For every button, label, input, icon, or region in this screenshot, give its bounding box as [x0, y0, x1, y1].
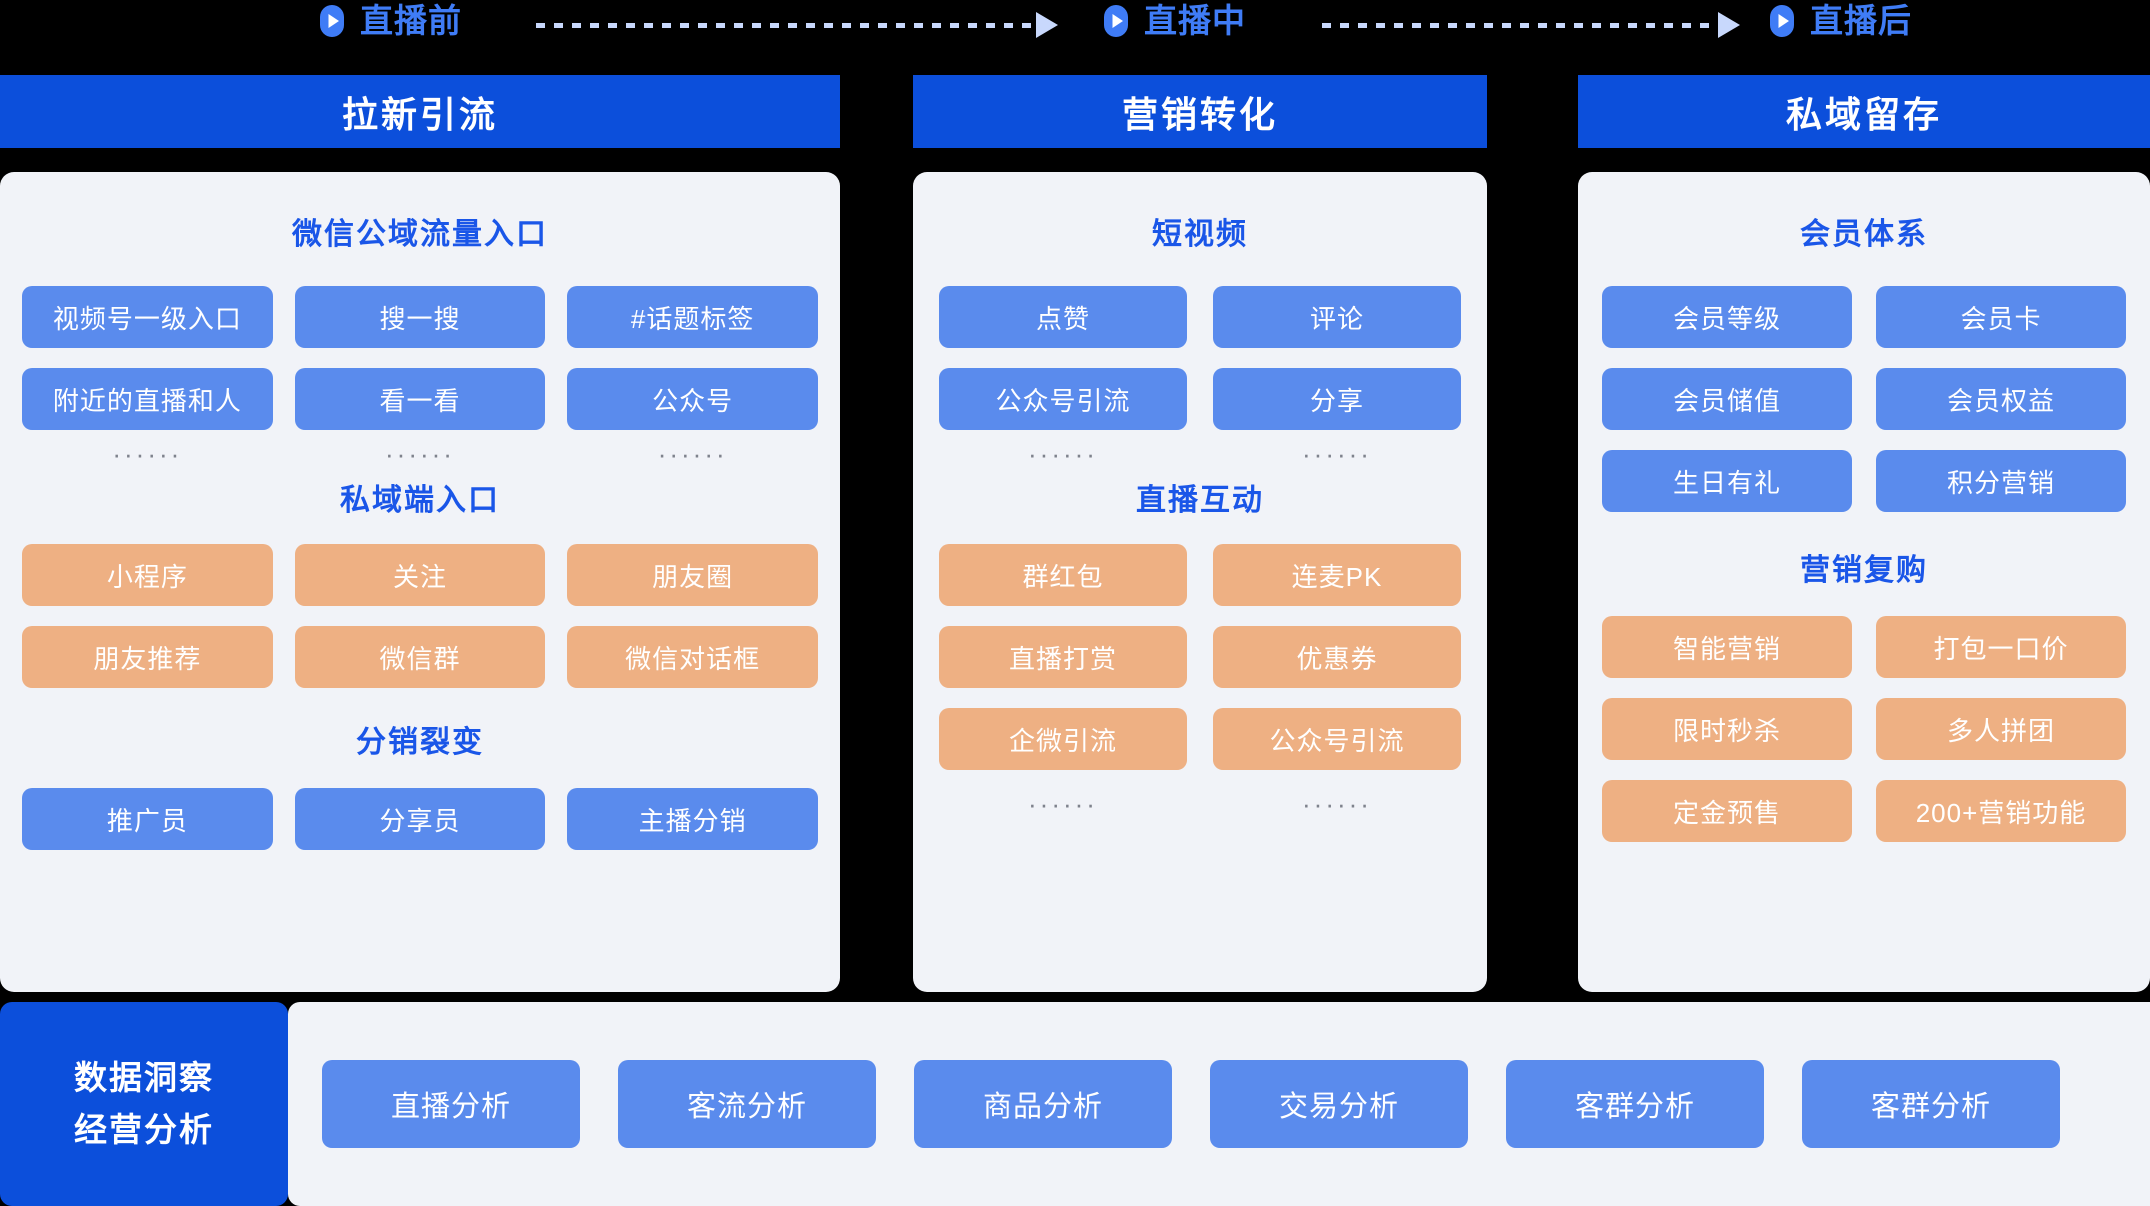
section-title-live-interaction: 直播互动	[1136, 484, 1264, 517]
pill-item[interactable]: 小程序	[22, 544, 273, 606]
pill-item[interactable]: 打包一口价	[1876, 616, 2126, 678]
section-title-private-entry: 私域端入口	[340, 484, 500, 517]
phase-step-2: 直播中	[1100, 4, 1246, 38]
column-header-conversion: 营销转化	[913, 75, 1487, 148]
phase-label: 直播后	[1810, 2, 1912, 39]
phase-step-3: 直播后	[1766, 4, 1912, 38]
pill-grid-repurchase: 智能营销 打包一口价 限时秒杀 多人拼团 定金预售 200+营销功能	[1602, 616, 2126, 842]
pill-item[interactable]: 直播打赏	[939, 626, 1187, 688]
pill-item[interactable]: 搜一搜	[294, 286, 546, 348]
ellipsis-row-short-video: ······ ······	[939, 439, 1461, 469]
pill-item[interactable]: 视频号一级入口	[22, 286, 273, 348]
analytics-pill-item[interactable]: 客群分析	[1802, 1060, 2060, 1148]
phase-label: 直播前	[360, 2, 462, 39]
column-header-retention: 私域留存	[1578, 75, 2150, 148]
pill-item[interactable]: 会员权益	[1876, 368, 2126, 430]
arrow-step-2-to-3	[1322, 12, 1740, 38]
pill-item[interactable]: 看一看	[294, 368, 546, 430]
ellipsis: ······	[657, 439, 728, 469]
pill-grid-live-interaction: 群红包 连麦PK 直播打赏 优惠券 企微引流 公众号引流	[939, 544, 1461, 770]
pill-item[interactable]: 微信群	[294, 626, 546, 688]
analytics-brand-block: 数据洞察 经营分析	[0, 1002, 288, 1206]
card-acquisition: 微信公域流量入口 视频号一级入口 搜一搜 #话题标签 附近的直播和人 看一看 公…	[0, 172, 840, 992]
analytics-pill-list: 直播分析 客流分析 商品分析 交易分析 客群分析 客群分析	[322, 1060, 2122, 1148]
play-circle-icon	[1766, 5, 1798, 37]
pill-item[interactable]: 企微引流	[939, 708, 1187, 770]
pill-item[interactable]: 推广员	[22, 788, 273, 850]
pill-item[interactable]: #话题标签	[567, 286, 818, 348]
pill-item[interactable]: 主播分销	[567, 788, 818, 850]
arrow-step-1-to-2	[536, 12, 1058, 38]
section-title-membership: 会员体系	[1800, 218, 1928, 251]
ellipsis: ······	[385, 439, 455, 469]
play-circle-icon	[1100, 5, 1132, 37]
pill-item[interactable]: 公众号	[567, 368, 818, 430]
pill-item[interactable]: 朋友推荐	[22, 626, 273, 688]
column-header-acquisition: 拉新引流	[0, 75, 840, 148]
pill-item[interactable]: 连麦PK	[1213, 544, 1461, 606]
pill-item[interactable]: 微信对话框	[567, 626, 818, 688]
analytics-pill-item[interactable]: 交易分析	[1210, 1060, 1468, 1148]
pill-item[interactable]: 公众号引流	[1213, 708, 1461, 770]
pill-grid-membership: 会员等级 会员卡 会员储值 会员权益 生日有礼 积分营销	[1602, 286, 2126, 512]
analytics-pill-item[interactable]: 客流分析	[618, 1060, 876, 1148]
pill-grid-short-video: 点赞 评论 公众号引流 分享	[939, 286, 1461, 430]
pill-item[interactable]: 积分营销	[1876, 450, 2126, 512]
pill-item[interactable]: 朋友圈	[567, 544, 818, 606]
card-retention: 会员体系 会员等级 会员卡 会员储值 会员权益 生日有礼 积分营销 营销复购 智…	[1578, 172, 2150, 992]
analytics-pill-item[interactable]: 客群分析	[1506, 1060, 1764, 1148]
pill-item[interactable]: 分享员	[294, 788, 546, 850]
pill-item[interactable]: 评论	[1213, 286, 1461, 348]
analytics-pill-item[interactable]: 商品分析	[914, 1060, 1172, 1148]
analytics-brand-line-1: 数据洞察	[74, 1059, 214, 1096]
ellipsis: ······	[1028, 789, 1098, 819]
ellipsis: ······	[1302, 789, 1372, 819]
pill-item[interactable]: 限时秒杀	[1602, 698, 1852, 760]
phase-step-1: 直播前	[316, 4, 462, 38]
pill-item[interactable]: 生日有礼	[1602, 450, 1852, 512]
card-conversion: 短视频 点赞 评论 公众号引流 分享 ······ ······ 直播互动 群红…	[913, 172, 1487, 992]
pill-item[interactable]: 定金预售	[1602, 780, 1852, 842]
pill-item[interactable]: 公众号引流	[939, 368, 1187, 430]
section-title-public-traffic: 微信公域流量入口	[292, 218, 548, 251]
ellipsis-row-live-interaction: ······ ······	[939, 789, 1461, 819]
pill-item[interactable]: 200+营销功能	[1876, 780, 2126, 842]
pill-item[interactable]: 会员等级	[1602, 286, 1852, 348]
pill-grid-public-traffic: 视频号一级入口 搜一搜 #话题标签 附近的直播和人 看一看 公众号	[22, 286, 818, 430]
column-header-label: 私域留存	[1785, 93, 1942, 135]
pill-grid-distribution: 推广员 分享员 主播分销	[22, 788, 818, 850]
ellipsis: ······	[1028, 439, 1098, 469]
pill-item[interactable]: 附近的直播和人	[22, 368, 273, 430]
section-title-short-video: 短视频	[1152, 218, 1248, 251]
section-title-distribution: 分销裂变	[356, 726, 484, 759]
pill-item[interactable]: 会员卡	[1876, 286, 2126, 348]
phase-timeline: 直播前 直播中 直播后	[0, 0, 2150, 58]
ellipsis: ······	[112, 439, 183, 469]
pill-item[interactable]: 优惠券	[1213, 626, 1461, 688]
phase-label: 直播中	[1144, 2, 1246, 39]
pill-item[interactable]: 群红包	[939, 544, 1187, 606]
pill-item[interactable]: 关注	[294, 544, 546, 606]
column-header-label: 营销转化	[1121, 93, 1278, 135]
analytics-brand-line-2: 经营分析	[74, 1111, 214, 1148]
pill-item[interactable]: 分享	[1213, 368, 1461, 430]
column-header-label: 拉新引流	[341, 93, 498, 135]
analytics-bar: 数据洞察 经营分析 直播分析 客流分析 商品分析 交易分析 客群分析 客群分析	[0, 1002, 2150, 1206]
ellipsis: ······	[1302, 439, 1372, 469]
ellipsis-row-public-traffic: ······ ······ ······	[22, 439, 818, 469]
pill-item[interactable]: 点赞	[939, 286, 1187, 348]
analytics-pill-item[interactable]: 直播分析	[322, 1060, 580, 1148]
pill-item[interactable]: 会员储值	[1602, 368, 1852, 430]
pill-grid-private-entry: 小程序 关注 朋友圈 朋友推荐 微信群 微信对话框	[22, 544, 818, 688]
play-circle-icon	[316, 5, 348, 37]
section-title-repurchase: 营销复购	[1800, 554, 1928, 587]
pill-item[interactable]: 智能营销	[1602, 616, 1852, 678]
pill-item[interactable]: 多人拼团	[1876, 698, 2126, 760]
